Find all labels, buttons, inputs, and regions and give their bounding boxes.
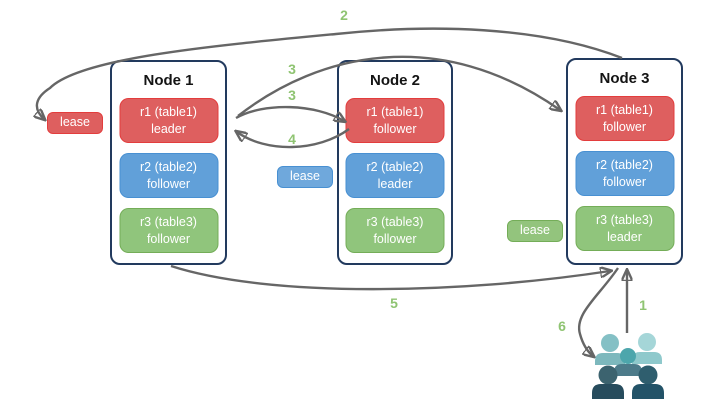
node-1: Node 1 r1 (table1) leader r2 (table2) fo…: [110, 60, 227, 265]
range-role: follower: [602, 174, 647, 189]
range-role: leader: [607, 229, 642, 244]
arrow-step-5-node1-to-node3: [170, 264, 610, 291]
range-name: r2 (table2): [366, 160, 424, 175]
node-1-title: Node 1: [143, 72, 194, 89]
range-name: r2 (table2): [596, 158, 653, 173]
node-3-title: Node 3: [599, 70, 650, 87]
step-label-3a: 3: [288, 61, 296, 77]
node-1-range-r3: r3 (table3) follower: [119, 208, 218, 253]
step-label-6: 6: [558, 318, 566, 334]
range-role: follower: [373, 231, 417, 246]
node-2-range-r3: r3 (table3) follower: [345, 208, 445, 253]
range-name: r1 (table1): [140, 105, 197, 120]
step-label-2: 2: [340, 7, 348, 23]
node-3-range-r2: r2 (table2) follower: [575, 151, 674, 196]
range-name: r1 (table1): [596, 103, 653, 118]
range-name: r3 (table3): [366, 215, 424, 230]
range-role: follower: [602, 119, 647, 134]
lease-label-r2: lease: [277, 166, 333, 188]
arrow-step-3-leader-to-node2: [235, 105, 344, 121]
range-name: r2 (table2): [140, 160, 197, 175]
range-role: leader: [151, 121, 186, 136]
users-group-icon: [592, 333, 664, 399]
node-2-range-r2: r2 (table2) leader: [345, 153, 445, 198]
range-role: follower: [373, 121, 417, 136]
lease-label-r1: lease: [47, 112, 103, 134]
step-label-5: 5: [390, 295, 398, 311]
range-role: leader: [377, 176, 413, 191]
lease-label-r3: lease: [507, 220, 563, 242]
step-label-3b: 3: [288, 87, 296, 103]
node-2-range-r1: r1 (table1) follower: [345, 98, 445, 143]
node-3-range-r3: r3 (table3) leader: [575, 206, 674, 251]
step-label-4: 4: [288, 131, 296, 147]
range-name: r1 (table1): [366, 105, 424, 120]
node-2-title: Node 2: [369, 72, 420, 89]
range-name: r3 (table3): [596, 213, 653, 228]
range-role: follower: [146, 176, 191, 191]
node-1-range-r2: r2 (table2) follower: [119, 153, 218, 198]
range-role: follower: [146, 231, 191, 246]
node-3: Node 3 r1 (table1) follower r2 (table2) …: [566, 58, 683, 265]
node-2: Node 2 r1 (table1) follower r2 (table2) …: [337, 60, 453, 265]
node-1-range-r1: r1 (table1) leader: [119, 98, 218, 143]
range-name: r3 (table3): [140, 215, 197, 230]
node-3-range-r1: r1 (table1) follower: [575, 96, 674, 141]
step-label-1: 1: [639, 297, 647, 313]
